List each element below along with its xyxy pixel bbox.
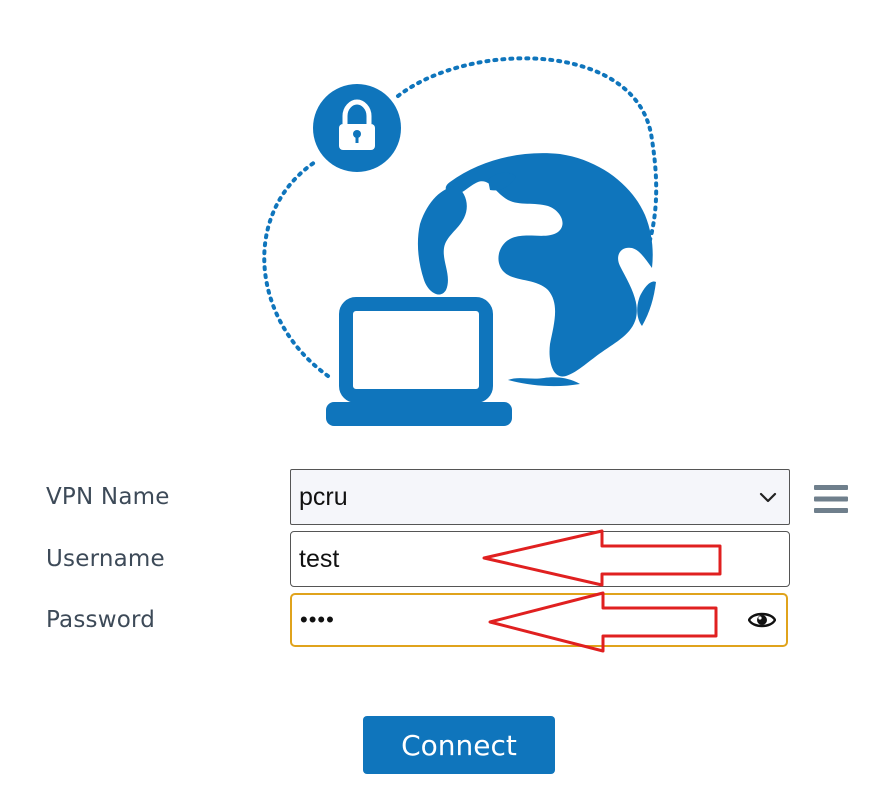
vpn-illustration	[262, 56, 659, 426]
chevron-down-icon	[759, 492, 777, 503]
username-value: test	[299, 544, 340, 573]
connection-dotted-path	[262, 56, 659, 378]
password-value: ••••	[300, 607, 335, 632]
password-label: Password	[46, 607, 156, 633]
vpn-name-value: pcru	[299, 482, 348, 511]
password-input[interactable]: ••••	[290, 593, 788, 647]
connect-button[interactable]: Connect	[363, 716, 555, 774]
vpn-name-label: VPN Name	[46, 484, 170, 510]
menu-icon[interactable]	[814, 484, 848, 514]
eye-icon[interactable]	[748, 609, 776, 631]
vpn-name-select[interactable]: pcru	[290, 469, 790, 525]
lock-icon	[313, 84, 401, 172]
username-input[interactable]: test	[290, 531, 790, 587]
username-label: Username	[46, 546, 165, 572]
laptop-icon	[326, 297, 512, 426]
